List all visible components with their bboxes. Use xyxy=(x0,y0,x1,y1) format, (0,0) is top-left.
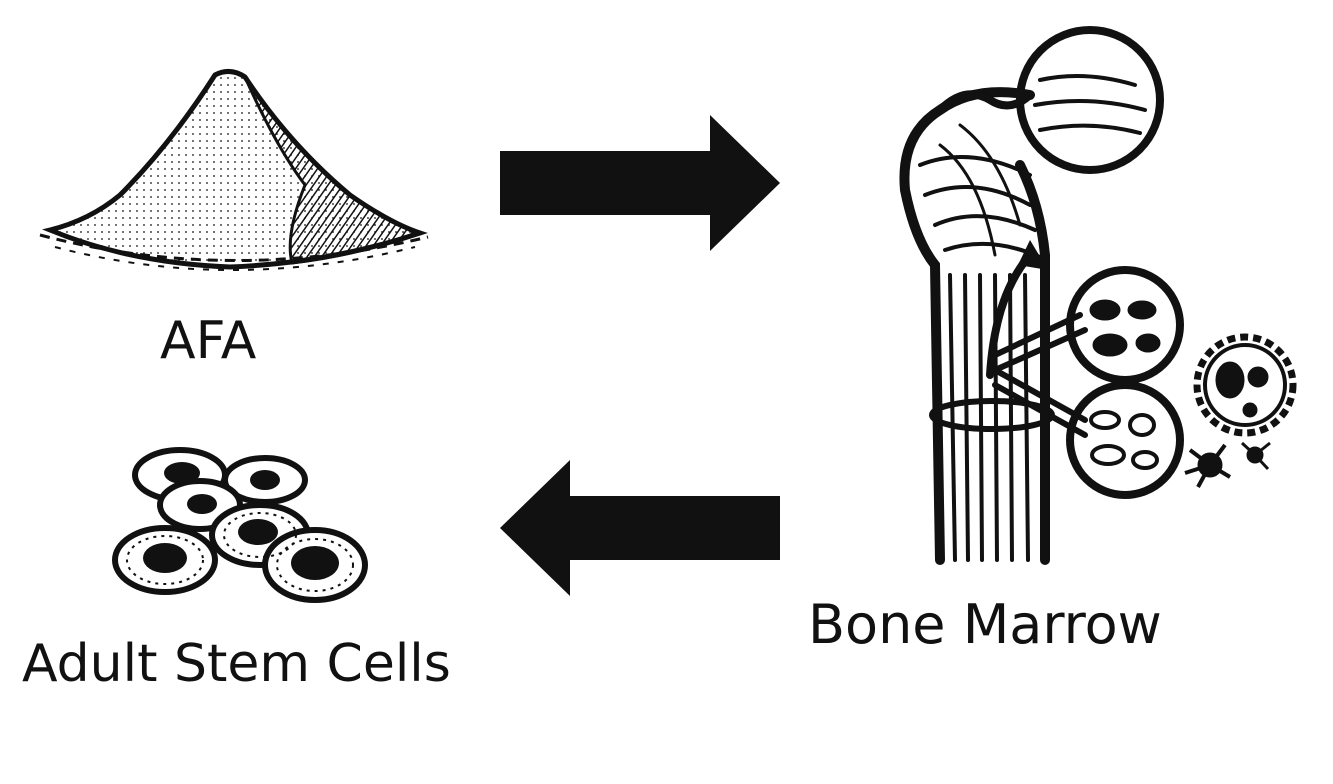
afa-label: AFA xyxy=(160,311,257,371)
powder-pile-icon xyxy=(39,69,429,271)
cells-cluster-icon xyxy=(112,447,368,603)
bone-marrow-label: Bone Marrow xyxy=(808,593,1162,656)
arrow-left-icon xyxy=(500,460,780,596)
adult-stem-cells-label: Adult Stem Cells xyxy=(22,634,451,694)
femur-bone-icon xyxy=(899,26,1297,565)
arrow-right-icon xyxy=(500,115,780,251)
